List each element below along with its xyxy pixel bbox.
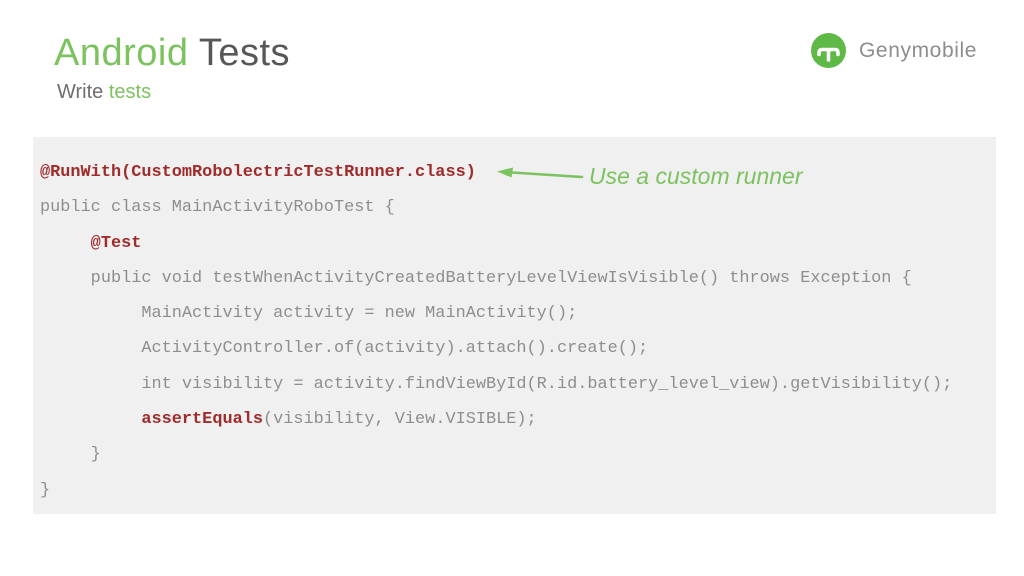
code-text: } — [40, 445, 101, 465]
title-accent: Android — [54, 32, 199, 74]
annotation-text: Use a custom runner — [589, 163, 803, 189]
code-line: ActivityController.of(activity).attach()… — [40, 331, 996, 366]
subtitle-lead: Write — [57, 81, 109, 103]
code-line: public class MainActivityRoboTest { — [40, 190, 996, 225]
arrow-left-icon — [497, 167, 584, 179]
page-title: Android Tests — [54, 33, 290, 73]
genymobile-bull-icon — [811, 33, 846, 68]
brand-logo: Genymobile — [811, 33, 977, 68]
code-line: MainActivity activity = new MainActivity… — [40, 296, 996, 331]
code-text: } — [40, 480, 51, 500]
code-line: @RunWith(CustomRobolectricTestRunner.cla… — [40, 155, 996, 190]
code-line: } — [40, 437, 996, 472]
code-line: int visibility = activity.findViewById(R… — [40, 367, 996, 402]
code-block: @RunWith(CustomRobolectricTestRunner.cla… — [33, 137, 996, 514]
code-line: @Test — [40, 226, 996, 261]
code-text: public void testWhenActivityCreatedBatte… — [40, 268, 912, 288]
code-runwith-annotation: @RunWith(CustomRobolectricTestRunner.cla… — [40, 163, 476, 182]
code-line: } — [40, 473, 996, 508]
code-text: ActivityController.of(activity).attach()… — [40, 339, 649, 359]
code-text: MainActivity activity = new MainActivity… — [40, 304, 578, 324]
brand-name: Genymobile — [859, 38, 978, 62]
code-assert-keyword: assertEquals — [40, 410, 263, 430]
code-line: public void testWhenActivityCreatedBatte… — [40, 261, 996, 296]
code-text: (visibility, View.VISIBLE); — [263, 410, 537, 430]
code-test-annotation: @Test — [40, 233, 142, 253]
code-text: public class MainActivityRoboTest { — [40, 198, 395, 218]
subtitle-accent: tests — [108, 81, 152, 103]
title-rest: Tests — [198, 32, 291, 74]
page-subtitle: Write tests — [57, 80, 151, 104]
code-line: assertEquals(visibility, View.VISIBLE); — [40, 402, 996, 437]
code-text: int visibility = activity.findViewById(R… — [40, 374, 953, 394]
